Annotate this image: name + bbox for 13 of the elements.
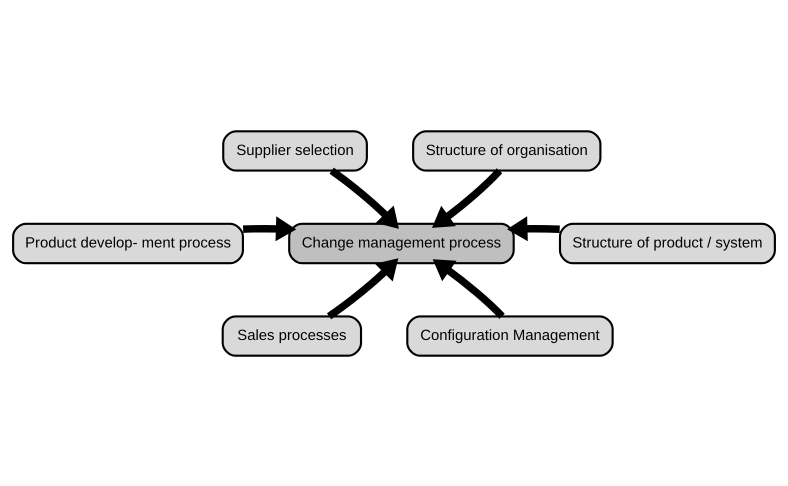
arrow [507,216,560,241]
arrow [330,167,399,228]
node-box: Product develop- ment process [12,222,244,264]
node-box: Supplier selection [222,130,368,172]
arrow [326,258,398,319]
arrow [432,258,505,318]
node-box: Structure of product / system [558,222,776,264]
node-box: Structure of organisation [412,130,602,172]
arrow [432,168,502,228]
arrow [242,216,296,241]
node-box: Sales processes [222,314,362,356]
node-box: Configuration Management [406,314,614,356]
node-box: Change management process [288,222,515,264]
